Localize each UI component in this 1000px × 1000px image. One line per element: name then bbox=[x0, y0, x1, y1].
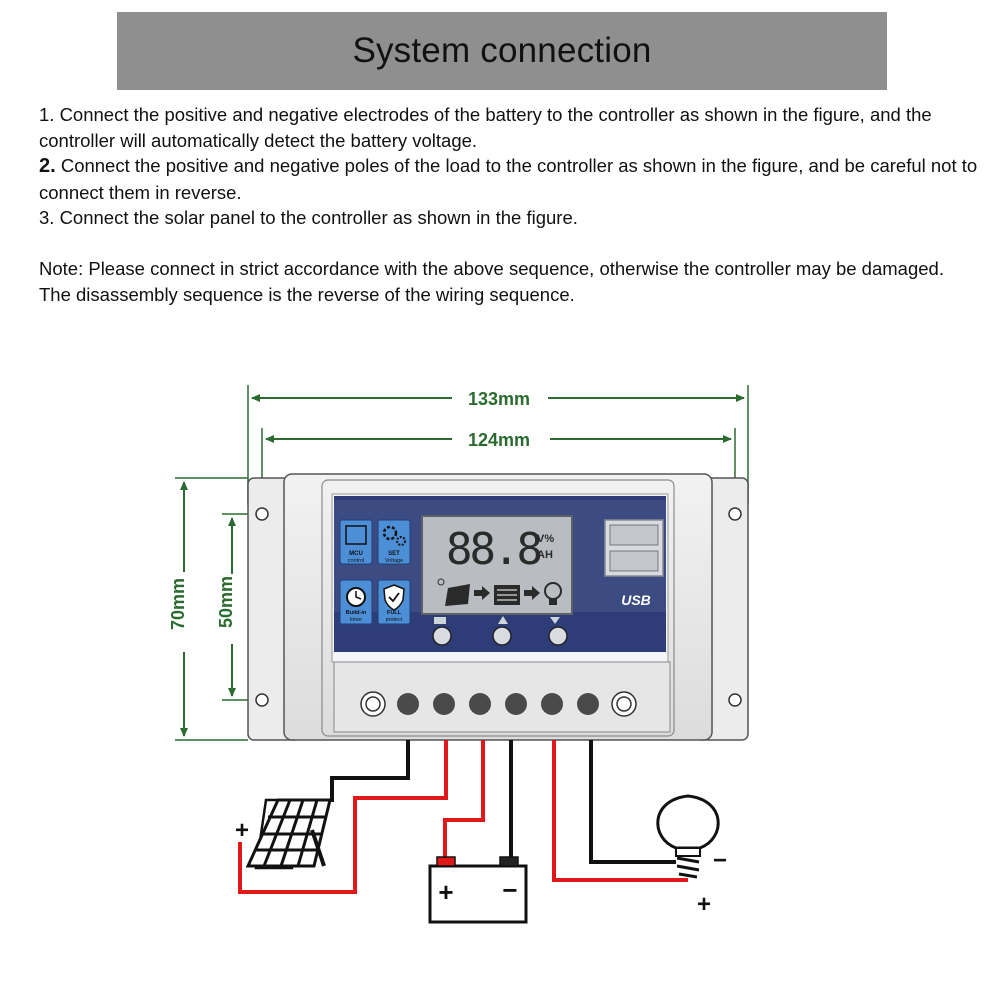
step-1-text: 1. Connect the positive and negative ele… bbox=[39, 104, 932, 151]
timer-label-2: timer bbox=[350, 617, 362, 623]
shield-glyph bbox=[383, 584, 405, 611]
terminal-battery-negative bbox=[505, 693, 527, 715]
lcd-bulb-base bbox=[549, 599, 557, 605]
battery-positive-sign: + bbox=[438, 877, 453, 907]
set-label-1: SET bbox=[388, 551, 400, 557]
battery-negative-sign: − bbox=[502, 875, 517, 905]
timer-label-1: Build-in bbox=[346, 610, 367, 616]
lcd-arrow-icon-1 bbox=[474, 586, 490, 600]
step-2-text: 2. Connect the positive and negative pol… bbox=[39, 153, 989, 205]
battery-negative-terminal bbox=[499, 856, 519, 867]
load-positive-wire bbox=[552, 740, 688, 882]
up-button[interactable] bbox=[492, 626, 512, 646]
wires bbox=[238, 740, 688, 894]
gear-glyph-small bbox=[396, 536, 406, 546]
mount-hole-bottom-left bbox=[255, 693, 269, 707]
feature-icons: MCU control SET Voltage Build-in timer F… bbox=[339, 519, 411, 625]
step-2-body: Connect the positive and negative poles … bbox=[39, 155, 978, 203]
chip-glyph bbox=[345, 525, 367, 545]
terminal-load-positive bbox=[541, 693, 563, 715]
gear-glyph-large bbox=[382, 525, 398, 541]
control-buttons bbox=[432, 616, 568, 646]
mcu-label-1: MCU bbox=[349, 551, 363, 557]
load-positive-sign: + bbox=[697, 891, 711, 918]
down-button[interactable] bbox=[548, 626, 568, 646]
solar-panel-icon: + bbox=[235, 798, 332, 870]
charge-controller: MCU control SET Voltage Build-in timer F… bbox=[247, 473, 749, 741]
battery-positive-terminal bbox=[436, 856, 456, 867]
terminal-battery-positive bbox=[469, 693, 491, 715]
terminal-screw-left-inner bbox=[365, 696, 381, 712]
solar-positive-sign: + bbox=[235, 817, 249, 844]
lcd-arrow-icon-2 bbox=[524, 586, 540, 600]
terminal-screw-right-inner bbox=[616, 696, 632, 712]
title-banner: System connection bbox=[117, 12, 887, 90]
load-negative-sign: − bbox=[713, 847, 727, 874]
usb-label: USB bbox=[621, 592, 651, 608]
lcd-sun-icon bbox=[437, 578, 445, 586]
step-3-text: 3. Connect the solar panel to the contro… bbox=[39, 207, 578, 228]
mcu-control-icon bbox=[339, 519, 373, 565]
up-arrow-icon bbox=[498, 616, 508, 624]
usb-ports: USB bbox=[604, 519, 664, 608]
body-inner-outline bbox=[321, 479, 675, 737]
load-negative-wire bbox=[589, 740, 676, 864]
terminal-load-negative bbox=[577, 693, 599, 715]
outer-height-label: 70mm bbox=[168, 578, 188, 630]
full-label-1: FULL bbox=[387, 610, 402, 616]
lcd-unit-top: V% bbox=[537, 533, 554, 545]
usb-port-2[interactable] bbox=[609, 550, 659, 572]
terminal-solar-negative bbox=[397, 693, 419, 715]
bulb-icon: − + bbox=[656, 794, 727, 918]
mcu-label-2: control bbox=[348, 558, 365, 564]
menu-button-glyph bbox=[434, 617, 446, 624]
instructions-block: 1. Connect the positive and negative ele… bbox=[39, 102, 989, 307]
lcd-digits: 88.8 bbox=[446, 524, 540, 575]
battery-body bbox=[428, 864, 528, 924]
step-2-number: 2. bbox=[39, 155, 56, 177]
bulb-neck bbox=[675, 847, 701, 857]
lcd-panel-icon bbox=[445, 584, 470, 606]
set-voltage-icon bbox=[377, 519, 411, 565]
page-title: System connection bbox=[352, 31, 652, 70]
terminal-solar-positive bbox=[433, 693, 455, 715]
dimension-lines: 133mm 124mm 70mm 50mm bbox=[168, 385, 749, 741]
solar-grid-v1 bbox=[262, 799, 292, 867]
menu-button[interactable] bbox=[432, 626, 452, 646]
bulb-glass bbox=[656, 794, 720, 850]
full-label-2: protect bbox=[386, 617, 403, 623]
battery-positive-wire bbox=[443, 740, 485, 860]
solar-positive-wire bbox=[238, 740, 448, 894]
lcd-display: 88.8 V% AH bbox=[421, 515, 573, 615]
mount-hole-top-left bbox=[255, 507, 269, 521]
solar-negative-wire bbox=[330, 740, 410, 802]
outer-width-label: 133mm bbox=[468, 389, 530, 409]
check-glyph bbox=[388, 592, 400, 603]
disassembly-text: The disassembly sequence is the reverse … bbox=[39, 283, 575, 305]
solar-grid-v3 bbox=[296, 799, 319, 867]
battery-icon: + − bbox=[428, 856, 528, 924]
mount-hole-bottom-right bbox=[728, 693, 742, 707]
inner-height-label: 50mm bbox=[216, 576, 236, 628]
lcd-unit-bottom: AH bbox=[537, 549, 553, 561]
clock-hands bbox=[355, 591, 362, 600]
usb-port-1[interactable] bbox=[609, 524, 659, 546]
bulb-thread bbox=[676, 856, 700, 879]
down-arrow-icon bbox=[550, 617, 560, 624]
mount-hole-top-right bbox=[728, 507, 742, 521]
set-label-2: Voltage bbox=[385, 558, 403, 564]
solar-grid-v2 bbox=[279, 799, 305, 867]
solar-stand bbox=[310, 829, 326, 867]
inner-width-label: 124mm bbox=[468, 430, 530, 450]
note-text: Note: Please connect in strict accordanc… bbox=[39, 258, 944, 279]
